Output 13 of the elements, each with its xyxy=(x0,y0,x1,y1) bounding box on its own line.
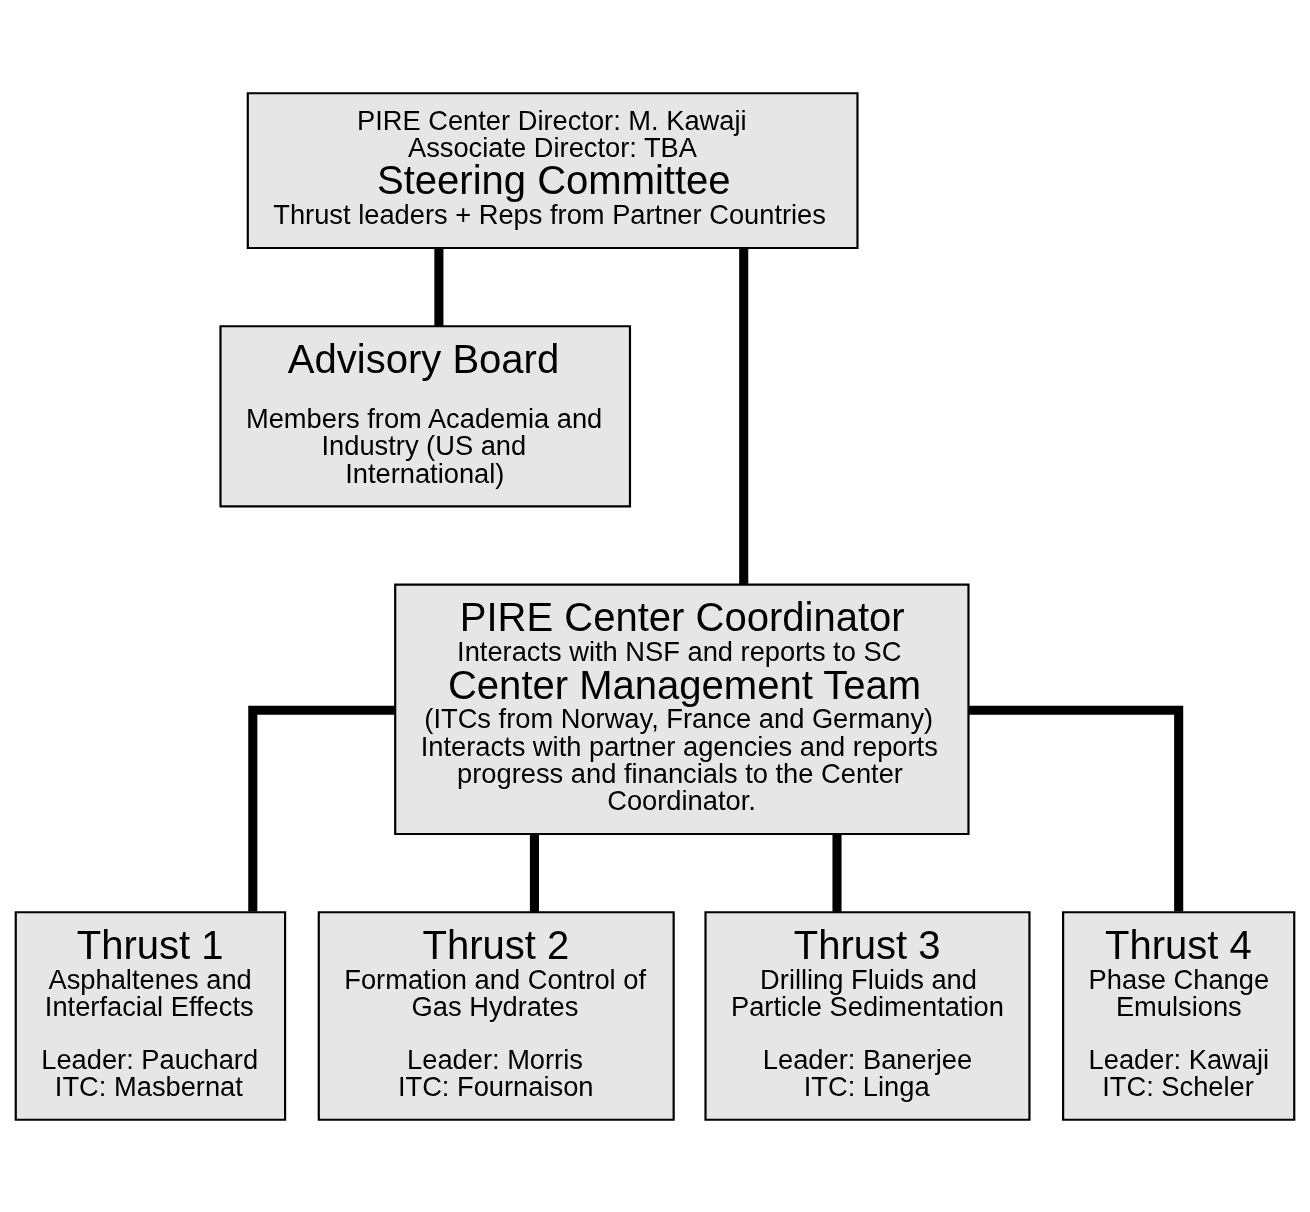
node-box: Thrust 4 Phase Change Emulsions Leader: Kawaji ITC: Scheler xyxy=(1062,910,1296,1121)
node-box: PIRE Center Director: M. Kawaji Associate Director: TBA Steering Committee Thrust leaders + Reps from Partner Countries xyxy=(246,91,859,249)
node-box: PIRE Center Coordinator Interacts with NSF and reports to SC Center Management Team (ITCs from Norway, France and Germany) Interacts with partner agencies and reports progress and financials to the Center Coordinator. xyxy=(394,583,970,835)
connector xyxy=(248,705,396,912)
node-box: Thrust 1 Asphaltenes and Interfacial Effects Leader: Pauchard ITC: Masbernat xyxy=(14,910,287,1121)
node-box: Thrust 2 Formation and Control of Gas Hydrates Leader: Morris ITC: Fournaison xyxy=(317,910,675,1121)
connector xyxy=(434,247,444,326)
connector xyxy=(529,833,539,912)
connector xyxy=(739,247,749,584)
connector xyxy=(832,833,842,912)
node-box: Advisory Board Members from Academia and Industry (US and International) xyxy=(219,324,632,507)
connector xyxy=(968,705,1184,912)
node-box: Thrust 3 Drilling Fluids and Particle Sedimentation Leader: Banerjee ITC: Linga xyxy=(704,910,1031,1121)
